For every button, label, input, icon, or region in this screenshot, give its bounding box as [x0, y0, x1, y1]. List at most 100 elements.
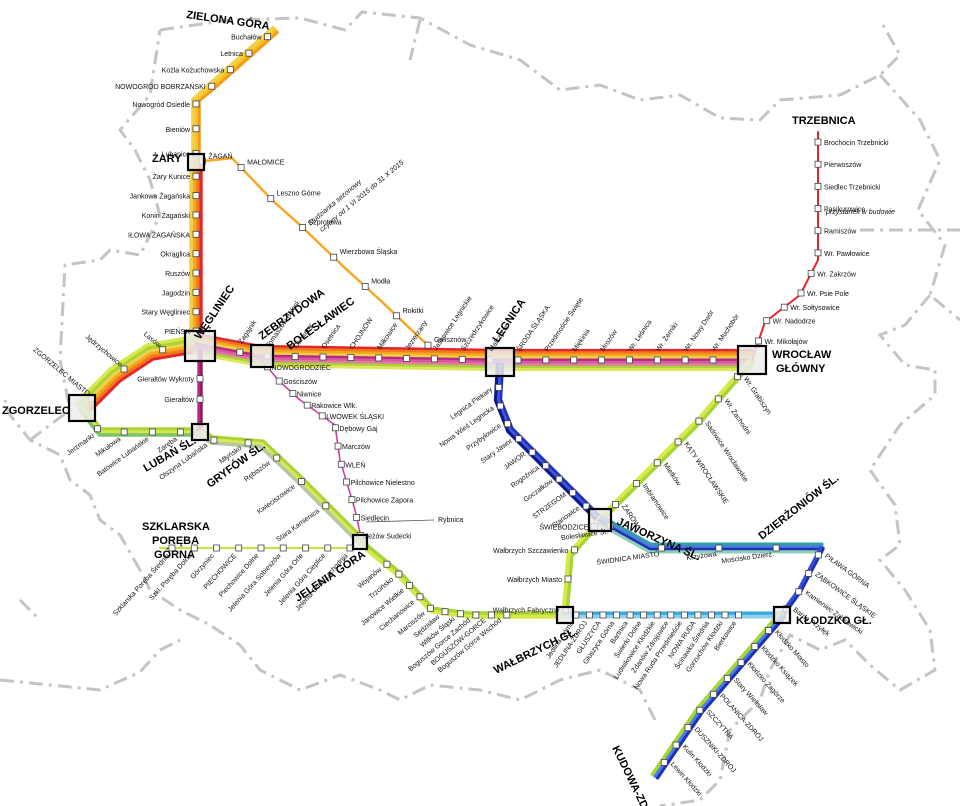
- station-marker[interactable]: [210, 436, 218, 444]
- station-marker[interactable]: [267, 195, 275, 203]
- station-marker[interactable]: [495, 384, 503, 391]
- station-marker[interactable]: [177, 428, 184, 436]
- station-marker[interactable]: [324, 544, 332, 552]
- station-marker[interactable]: [457, 610, 464, 618]
- station-marker[interactable]: [674, 438, 682, 446]
- station-marker[interactable]: [192, 192, 200, 199]
- station-marker[interactable]: [542, 462, 550, 470]
- station-marker[interactable]: [395, 570, 403, 578]
- station-marker[interactable]: [337, 460, 345, 468]
- station-marker[interactable]: [441, 608, 449, 616]
- station-marker[interactable]: [751, 643, 759, 650]
- station-marker[interactable]: [375, 354, 383, 362]
- hub-marker[interactable]: [736, 344, 768, 376]
- hub-marker[interactable]: [555, 605, 575, 625]
- station-marker[interactable]: [192, 211, 200, 219]
- station-marker[interactable]: [586, 611, 593, 619]
- station-marker[interactable]: [322, 502, 330, 510]
- station-marker[interactable]: [120, 428, 128, 436]
- station-marker[interactable]: [213, 544, 220, 552]
- station-marker[interactable]: [613, 611, 620, 619]
- station-marker[interactable]: [814, 182, 822, 190]
- station-marker[interactable]: [737, 659, 745, 666]
- station-marker[interactable]: [807, 269, 815, 277]
- station-marker[interactable]: [797, 289, 805, 297]
- hub-marker[interactable]: [351, 533, 369, 551]
- station-marker[interactable]: [497, 402, 504, 410]
- hub-marker[interactable]: [67, 393, 97, 423]
- station-marker[interactable]: [681, 356, 689, 364]
- station-marker[interactable]: [612, 500, 620, 508]
- station-marker[interactable]: [528, 448, 536, 456]
- station-marker[interactable]: [192, 230, 200, 238]
- hub-marker[interactable]: [190, 422, 210, 442]
- station-marker[interactable]: [303, 401, 311, 409]
- station-marker[interactable]: [264, 33, 271, 41]
- station-marker[interactable]: [653, 611, 661, 619]
- station-marker[interactable]: [672, 741, 680, 749]
- station-marker[interactable]: [633, 480, 640, 487]
- station-marker[interactable]: [273, 454, 281, 462]
- station-marker[interactable]: [208, 82, 216, 90]
- station-marker[interactable]: [710, 690, 717, 698]
- station-marker[interactable]: [814, 551, 822, 559]
- station-marker[interactable]: [472, 611, 480, 619]
- station-marker[interactable]: [755, 337, 762, 345]
- station-marker[interactable]: [302, 544, 309, 552]
- station-marker[interactable]: [515, 435, 523, 443]
- station-marker[interactable]: [658, 544, 665, 552]
- station-marker[interactable]: [626, 611, 634, 619]
- station-marker[interactable]: [814, 160, 822, 168]
- station-marker[interactable]: [196, 395, 204, 403]
- station-marker[interactable]: [514, 356, 522, 364]
- station-marker[interactable]: [334, 442, 342, 450]
- station-marker[interactable]: [196, 375, 204, 383]
- station-marker[interactable]: [192, 250, 200, 258]
- station-marker[interactable]: [192, 288, 200, 296]
- hub-marker[interactable]: [587, 507, 613, 533]
- hub-marker[interactable]: [186, 152, 206, 172]
- station-marker[interactable]: [653, 459, 661, 467]
- station-marker[interactable]: [343, 478, 350, 486]
- station-marker[interactable]: [319, 353, 327, 361]
- station-marker[interactable]: [383, 560, 391, 568]
- station-marker[interactable]: [347, 354, 355, 361]
- station-marker[interactable]: [814, 138, 822, 146]
- station-marker[interactable]: [424, 341, 432, 349]
- station-marker[interactable]: [348, 496, 356, 504]
- station-marker[interactable]: [318, 412, 326, 420]
- station-marker[interactable]: [393, 312, 401, 320]
- station-marker[interactable]: [403, 355, 410, 362]
- station-marker[interactable]: [640, 611, 648, 619]
- station-marker[interactable]: [653, 356, 661, 364]
- hub-marker[interactable]: [484, 346, 516, 378]
- station-marker[interactable]: [805, 570, 813, 577]
- station-marker[interactable]: [564, 575, 572, 583]
- station-marker[interactable]: [353, 514, 361, 521]
- station-marker[interactable]: [148, 428, 156, 436]
- station-marker[interactable]: [542, 356, 550, 364]
- station-marker[interactable]: [192, 172, 200, 180]
- station-marker[interactable]: [298, 478, 305, 485]
- station-marker[interactable]: [236, 348, 244, 356]
- station-marker[interactable]: [120, 365, 128, 373]
- station-marker[interactable]: [192, 308, 200, 316]
- station-marker[interactable]: [406, 581, 413, 589]
- station-marker[interactable]: [190, 544, 198, 552]
- station-marker[interactable]: [555, 475, 563, 483]
- station-marker[interactable]: [226, 66, 234, 74]
- station-marker[interactable]: [598, 356, 605, 364]
- hub-marker[interactable]: [249, 343, 275, 369]
- station-marker[interactable]: [416, 593, 424, 601]
- station-marker[interactable]: [159, 346, 167, 354]
- station-marker[interactable]: [361, 283, 369, 290]
- station-marker[interactable]: [331, 424, 339, 432]
- station-marker[interactable]: [192, 125, 200, 133]
- station-marker[interactable]: [503, 611, 511, 619]
- station-marker[interactable]: [458, 355, 466, 363]
- station-marker[interactable]: [814, 249, 822, 257]
- station-marker[interactable]: [723, 674, 731, 682]
- station-marker[interactable]: [680, 611, 688, 619]
- station-marker[interactable]: [714, 395, 722, 403]
- station-marker[interactable]: [684, 724, 692, 732]
